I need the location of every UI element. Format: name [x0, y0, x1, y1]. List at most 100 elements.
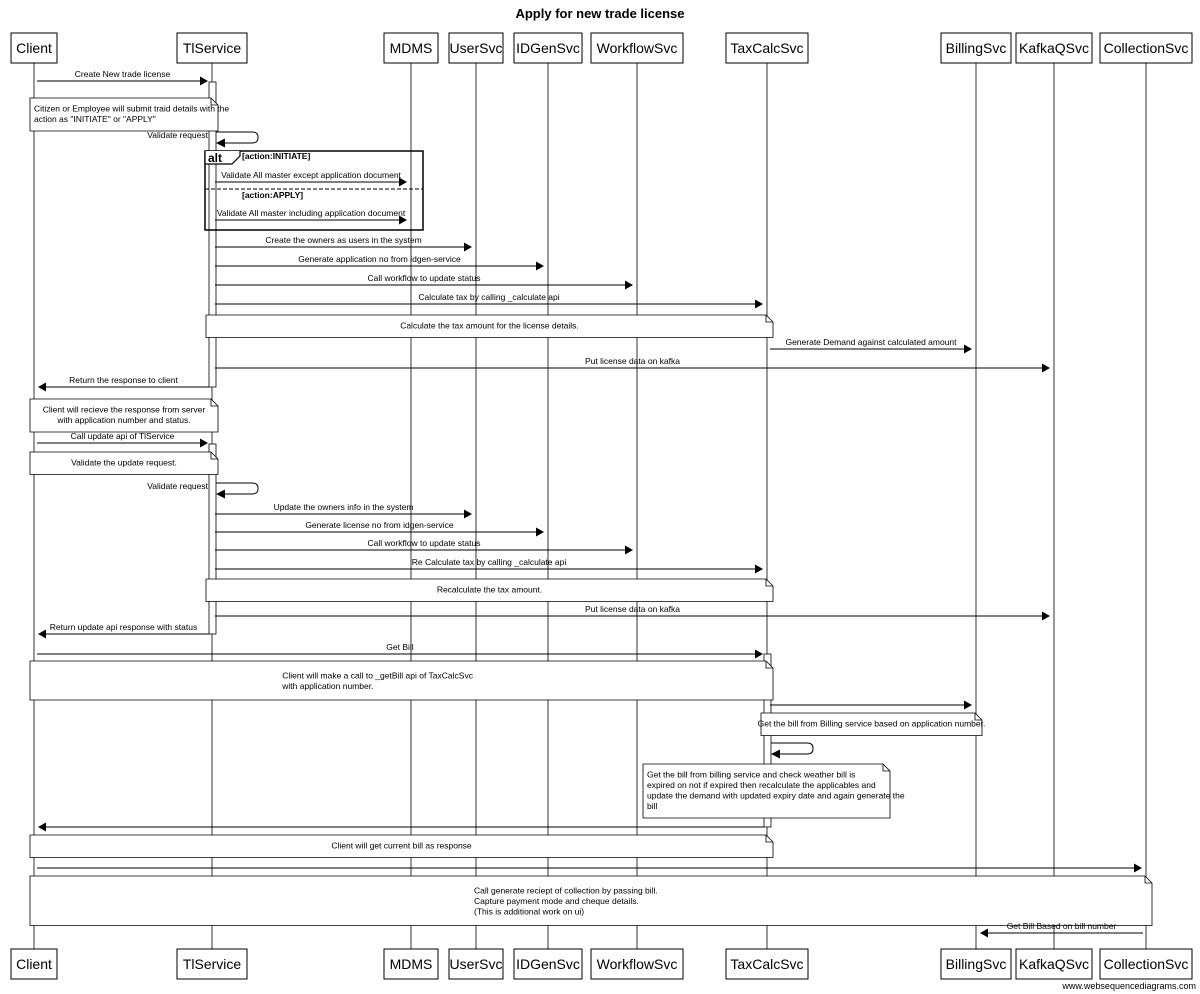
- participant-name: CollectionSvc: [1104, 40, 1189, 56]
- note-line: with application number and status.: [56, 415, 190, 425]
- note-fold: [974, 713, 982, 721]
- arrowhead: [755, 299, 763, 309]
- note: Calculate the tax amount for the license…: [205, 314, 774, 338]
- message-label: Update the owners info in the system: [274, 502, 414, 512]
- message-label: Validate All master except application d…: [221, 170, 401, 180]
- alt-else: [action:APPLY]: [205, 188, 423, 200]
- note-fold: [765, 579, 773, 587]
- note-fold: [210, 452, 218, 460]
- message-put-license-data-on-kafka: Put license data on kafka: [215, 604, 1050, 621]
- participant-box: [383, 32, 439, 64]
- note-line: Get the bill from Billing service based …: [758, 719, 986, 729]
- arrowhead: [38, 629, 46, 639]
- alt-guard: [action:INITIATE]: [242, 151, 310, 161]
- message-get-bill-based-on-bill-number: Get Bill Based on bill number: [980, 921, 1143, 938]
- arrowhead: [216, 138, 225, 148]
- note-line: Validate the update request.: [71, 458, 177, 468]
- note: Recalculate the tax amount.: [205, 578, 774, 602]
- arrowhead: [771, 749, 780, 759]
- participant-box: [448, 948, 504, 980]
- note-line: bill: [647, 801, 658, 811]
- note-line: Capture payment mode and cheque details.: [474, 896, 639, 906]
- message-return: [37, 863, 1142, 873]
- participant-box: [1099, 32, 1193, 64]
- activation-tlservice: [208, 443, 217, 635]
- arrowhead: [1042, 611, 1050, 621]
- message-call-update-api-of-tlservice: Call update api of TlService: [37, 431, 208, 448]
- message-label: Put license data on kafka: [585, 356, 680, 366]
- message-label: Call workflow to update status: [368, 538, 481, 548]
- arrowhead: [38, 382, 46, 392]
- message-label: Return update api response with status: [50, 622, 197, 632]
- message-label: Create the owners as users in the system: [265, 235, 421, 245]
- participant-name: IDGenSvc: [516, 956, 580, 972]
- note: Validate the update request.: [29, 451, 219, 475]
- participant-idgensvc-bottom: IDGenSvc: [513, 948, 583, 980]
- note-fold: [210, 399, 218, 407]
- note-box: [29, 97, 219, 132]
- participant-workflowsvc-bottom: WorkflowSvc: [590, 948, 684, 980]
- alt-label: alt: [208, 151, 222, 165]
- arrowhead: [200, 438, 208, 448]
- participant-name: UserSvc: [450, 40, 503, 56]
- arrowhead: [964, 700, 972, 710]
- participant-name: KafkaQSvc: [1019, 956, 1089, 972]
- message-create-new-trade-license: Create New trade license: [37, 69, 208, 86]
- participant-box: [1099, 948, 1193, 980]
- alt-frame: [204, 150, 424, 231]
- participant-billingsvc-bottom: BillingSvc: [940, 948, 1012, 980]
- participant-client-top: Client: [10, 32, 58, 64]
- note-fold: [765, 315, 773, 323]
- message-return: [770, 700, 972, 710]
- arrowhead: [216, 489, 225, 499]
- message-label: Get Bill Based on bill number: [1007, 921, 1117, 931]
- participant-name: MDMS: [390, 40, 433, 56]
- arrowhead: [625, 280, 633, 290]
- message-call-workflow-to-update-status: Call workflow to update status: [215, 538, 633, 555]
- participant-billingsvc-top: BillingSvc: [940, 32, 1012, 64]
- lifelines: [33, 63, 1147, 949]
- participant-box: [513, 32, 583, 64]
- note-box: [760, 712, 983, 736]
- note: Citizen or Employee will submit traid de…: [29, 97, 229, 132]
- message-re-calculate-tax-by-calling-calculate-api: Re Calculate tax by calling _calculate a…: [215, 557, 763, 574]
- note-box: [29, 660, 774, 701]
- note-box: [642, 763, 891, 819]
- arrowhead: [399, 177, 407, 187]
- message-validate-all-master-except-application-document: Validate All master except application d…: [215, 170, 407, 187]
- self-message: Validate request: [147, 481, 259, 499]
- activation-taxcalcsvc: [763, 653, 772, 828]
- arrowhead: [625, 545, 633, 555]
- participant-idgensvc-top: IDGenSvc: [513, 32, 583, 64]
- participant-mdms-bottom: MDMS: [383, 948, 439, 980]
- note-fold: [882, 764, 890, 772]
- participant-box: [383, 948, 439, 980]
- arrowhead: [399, 215, 407, 225]
- credit-text: www.websequencediagrams.com: [1061, 981, 1196, 991]
- note-fold: [765, 661, 773, 669]
- self-arrow: [216, 131, 259, 144]
- participant-name: MDMS: [390, 956, 433, 972]
- note-line: Calculate the tax amount for the license…: [400, 321, 579, 331]
- self-message: Validate request: [147, 130, 259, 148]
- message-return: [38, 822, 764, 832]
- participant-box: [176, 32, 248, 64]
- else-guard: [action:APPLY]: [242, 190, 303, 200]
- participant-box: [590, 948, 684, 980]
- arrowhead: [536, 261, 544, 271]
- participant-name: WorkflowSvc: [597, 956, 678, 972]
- participant-name: KafkaQSvc: [1019, 40, 1089, 56]
- message-generate-license-no-from-idgen-service: Generate license no from idgen-service: [215, 520, 544, 537]
- message-label: Return the response to client: [69, 375, 178, 385]
- arrowhead: [1042, 363, 1050, 373]
- note: Get the bill from billing service and ch…: [642, 763, 905, 819]
- participant-name: TlService: [183, 956, 242, 972]
- message-label: Create New trade license: [75, 69, 171, 79]
- participant-name: TaxCalcSvc: [730, 956, 803, 972]
- note-box: [29, 398, 219, 433]
- message-return-the-response-to-client: Return the response to client: [38, 375, 209, 392]
- note: Client will make a call to _getBill api …: [29, 660, 774, 701]
- participant-box: [1015, 32, 1093, 64]
- arrowhead: [200, 76, 208, 86]
